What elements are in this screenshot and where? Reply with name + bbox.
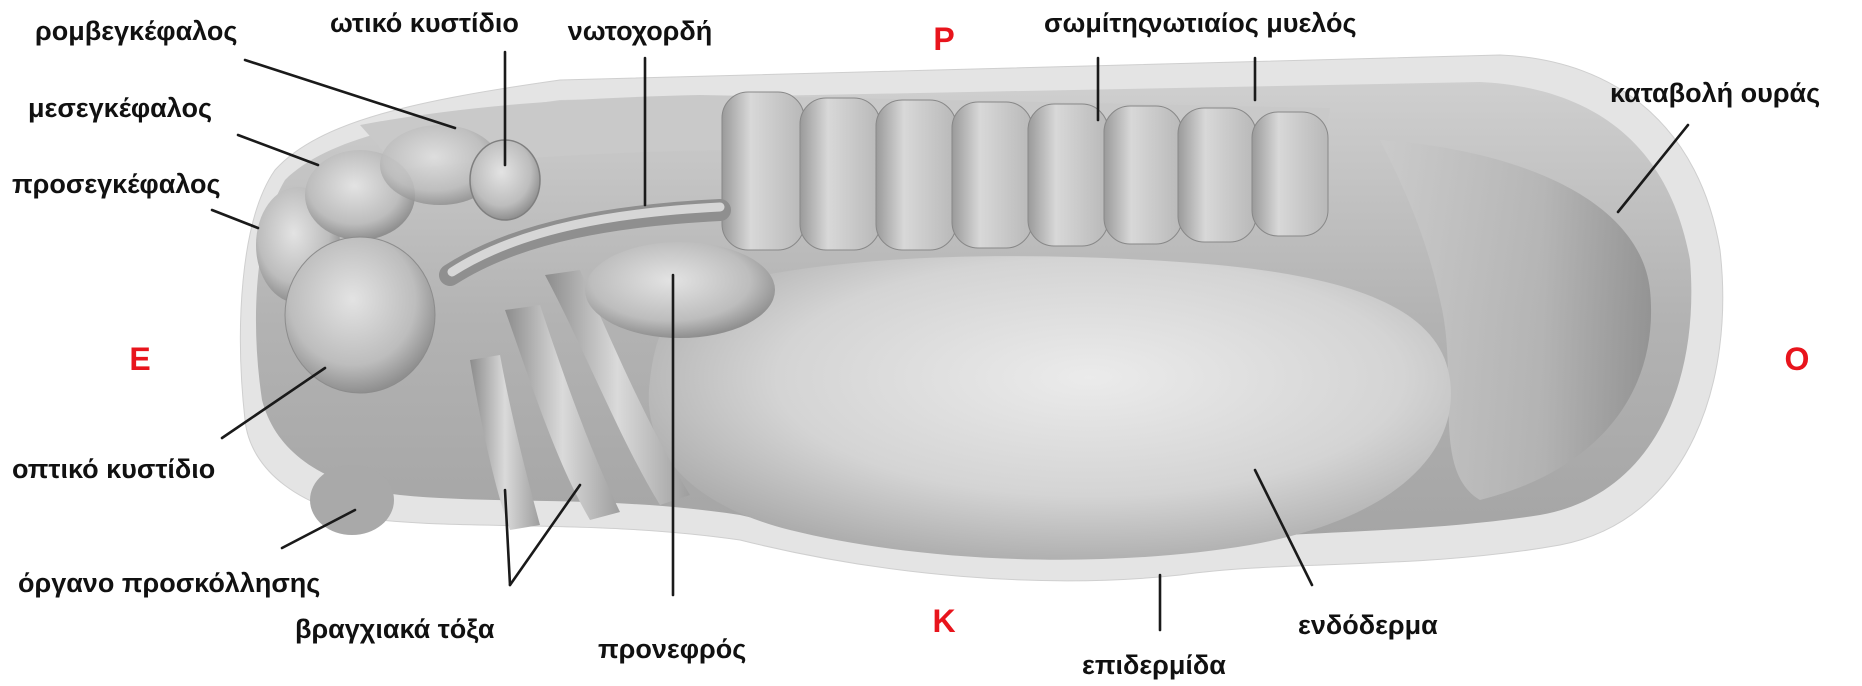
orientation-posterior: Ο xyxy=(1785,341,1810,377)
orientation-dorsal: Ρ xyxy=(933,21,954,57)
label-tail-bud: καταβολή ουράς xyxy=(1610,78,1820,108)
leader-prosencephalon xyxy=(212,210,258,228)
label-epidermis: επιδερμίδα xyxy=(1082,650,1226,680)
label-optic-vesicle: οπτικό κυστίδιο xyxy=(12,454,215,484)
label-endoderm: ενδόδερμα xyxy=(1298,610,1438,640)
somite xyxy=(1252,112,1328,236)
somite xyxy=(952,102,1032,248)
somite xyxy=(800,98,880,250)
somite xyxy=(1028,104,1108,246)
orientation-anterior: Ε xyxy=(129,341,150,377)
leader-rhombencephalon xyxy=(245,60,455,128)
optic-vesicle xyxy=(285,237,435,393)
label-spinal-cord: νωτιαίος μυελός xyxy=(1147,8,1356,38)
somite xyxy=(722,92,804,250)
somite xyxy=(876,100,956,250)
label-somite: σωμίτης xyxy=(1044,8,1152,38)
pronephros-shape xyxy=(585,242,775,338)
adhesive-organ xyxy=(310,465,394,535)
somite-row xyxy=(722,92,1328,250)
label-pronephros: προνεφρός xyxy=(598,634,746,664)
label-branchial-arches: βραγχιακά τόξα xyxy=(295,614,495,644)
label-prosencephalon: προσεγκέφαλος xyxy=(12,169,221,199)
label-mesencephalon: μεσεγκέφαλος xyxy=(28,93,212,123)
orientation-ventral: Κ xyxy=(932,603,955,639)
somite xyxy=(1178,108,1256,242)
label-rhombencephalon: ρομβεγκέφαλος xyxy=(35,16,237,46)
somite xyxy=(1104,106,1182,244)
label-adhesive-organ: όργανο προσκόλλησης xyxy=(18,568,320,598)
label-notochord: νωτοχορδή xyxy=(568,16,713,46)
label-otic-vesicle: ωτικό κυστίδιο xyxy=(330,8,519,38)
